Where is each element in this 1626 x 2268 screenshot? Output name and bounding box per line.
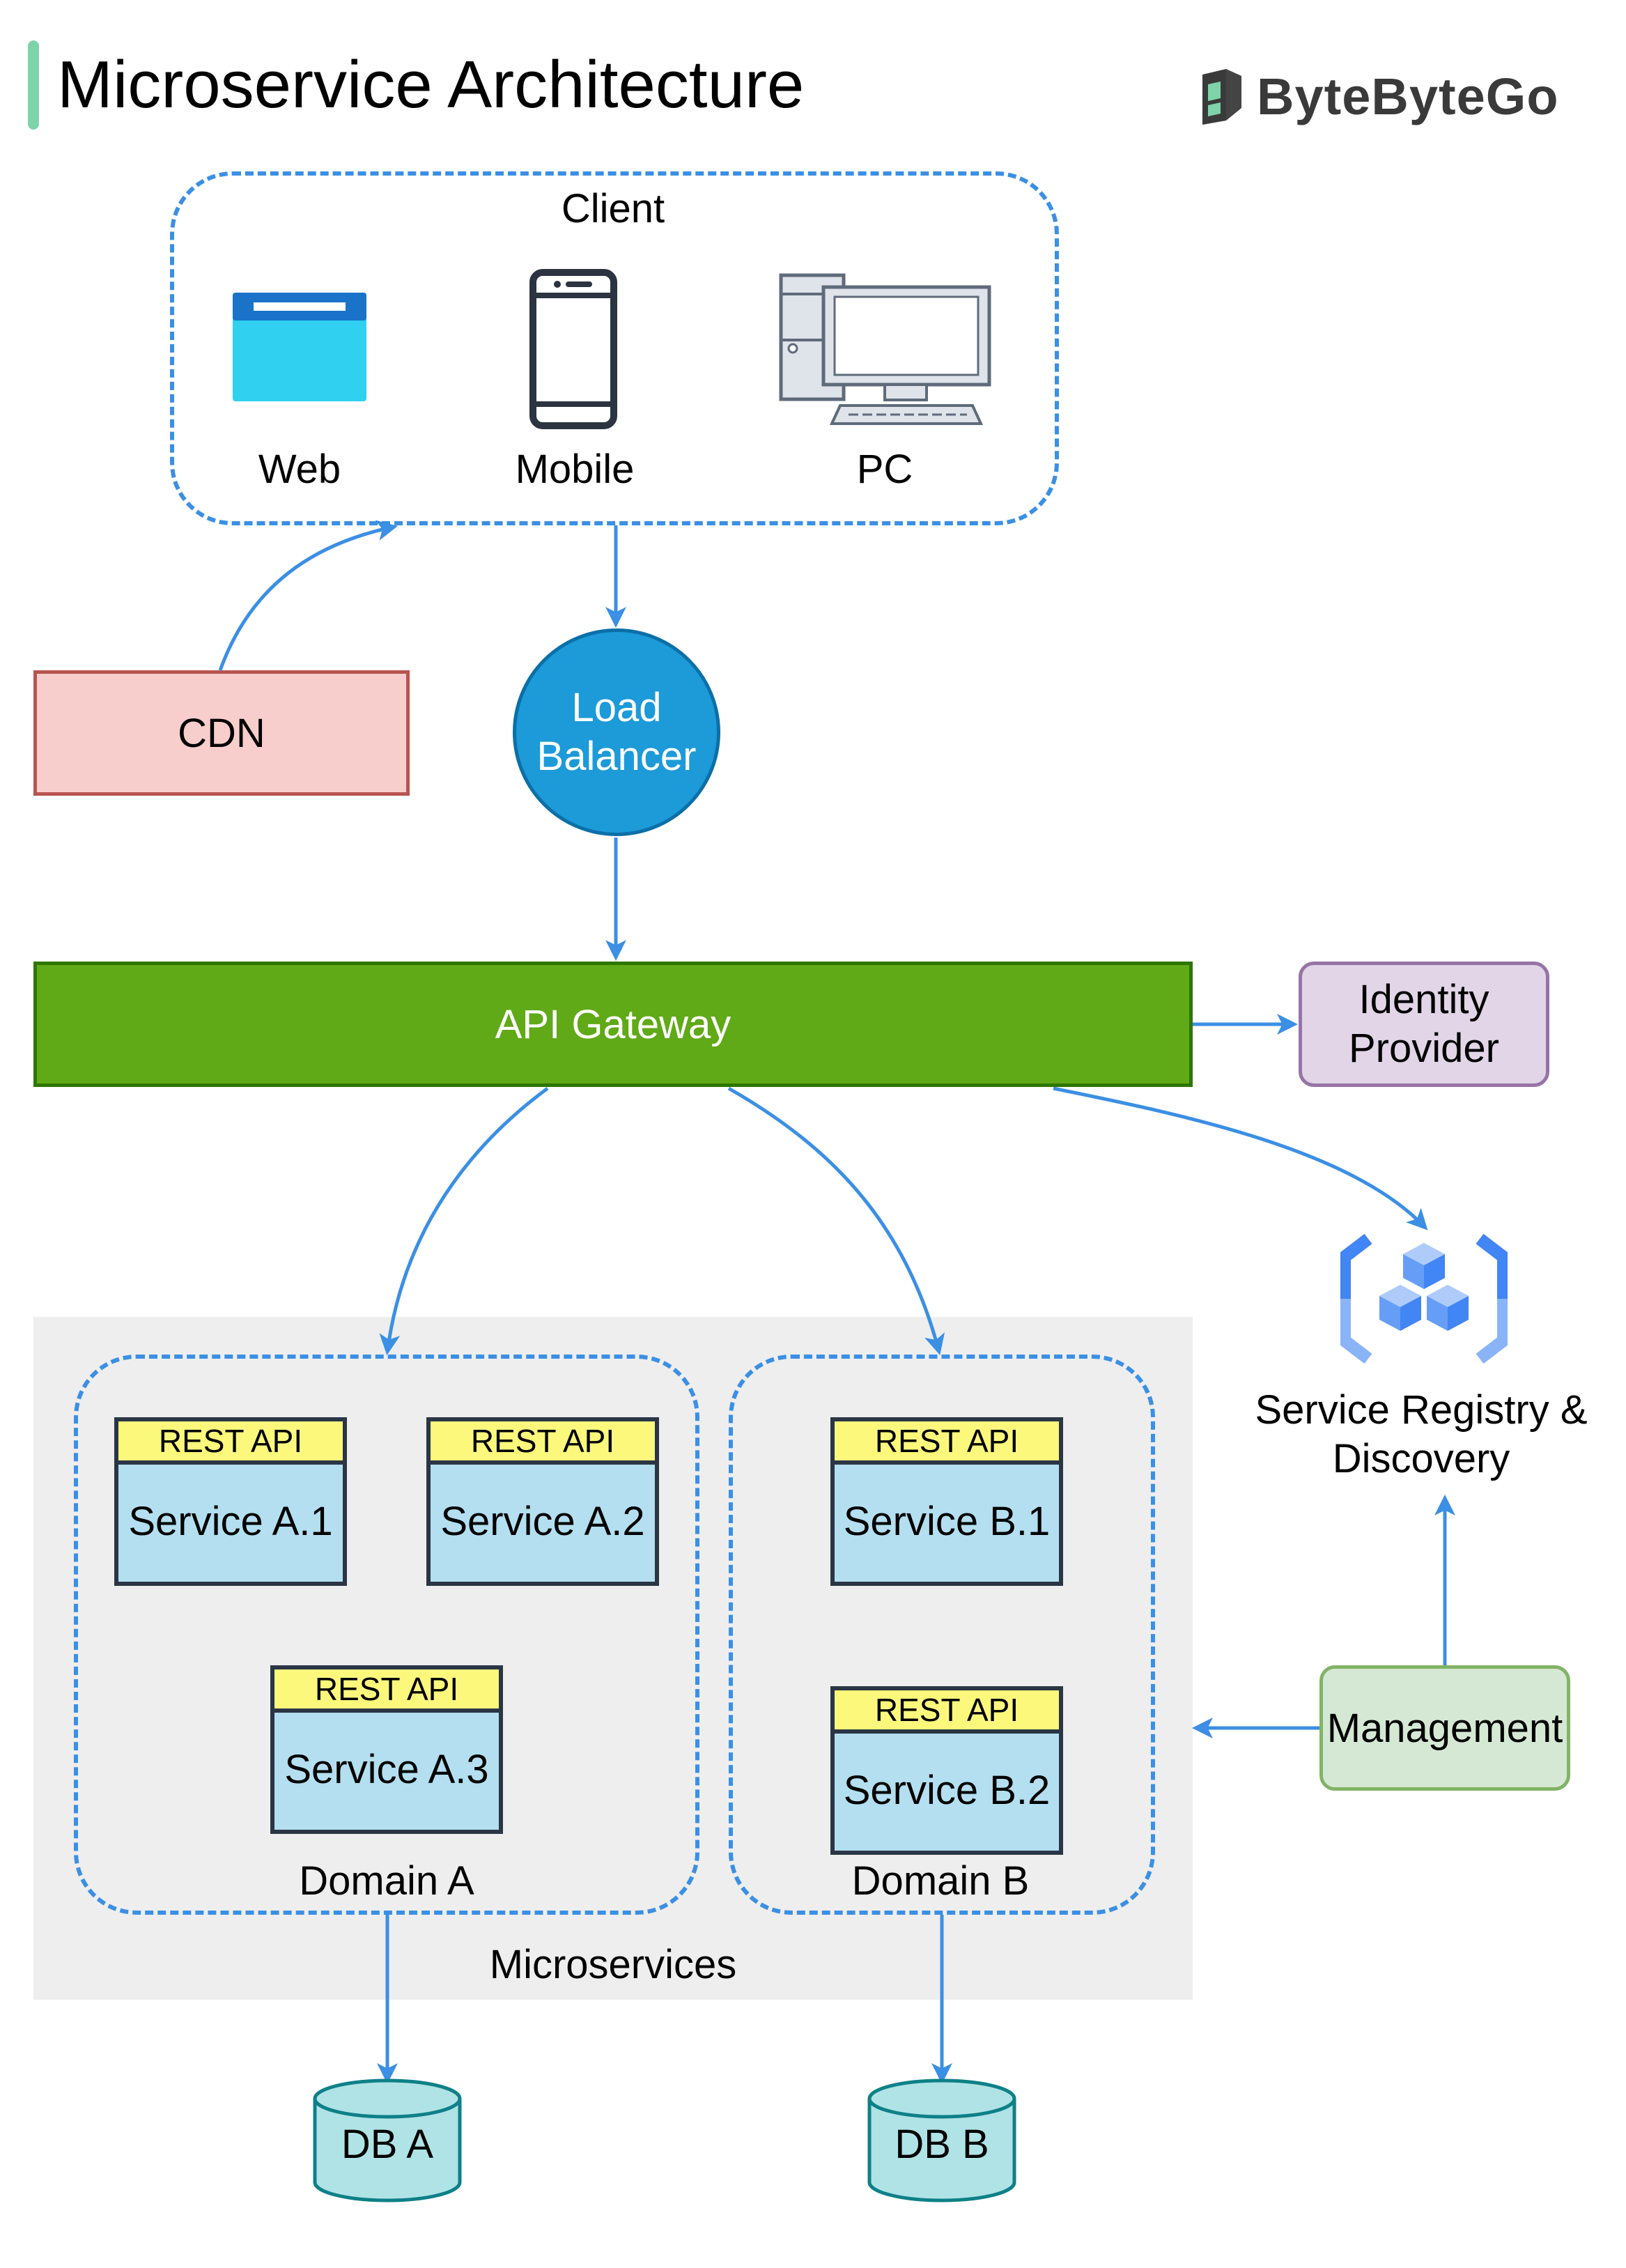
arrow-cdn-to-client [218,520,398,671]
cdn-box: CDN [33,670,410,796]
arrow-api-gateway-to-service-registry [1053,1086,1428,1231]
db-b-label: DB B [895,2122,989,2167]
arrow-api-gateway-to-domain-b [727,1086,945,1355]
load-balancer-label-line1: Load [571,685,662,730]
rest-api-label: REST API [431,1421,655,1465]
service-b2: REST API Service B.2 [830,1686,1063,1855]
page-title: Microservice Architecture [57,47,805,122]
service-registry-label-line2: Discovery [1332,1436,1510,1481]
identity-provider: Identity Provider [1299,962,1549,1087]
brand: ByteByteGo [1198,61,1559,131]
api-gateway-label: API Gateway [495,1001,731,1047]
device-label-pc: PC [856,447,913,492]
device-label-web: Web [258,447,341,492]
identity-provider-line2: Provider [1349,1026,1499,1071]
mobile-phone-icon [529,269,617,429]
service-a1: REST API Service A.1 [114,1417,347,1586]
db-a-cylinder [313,2078,462,2203]
domain-b-group [729,1355,1155,1915]
rest-api-label: REST API [835,1421,1059,1465]
desktop-pc-icon [779,273,992,428]
brand-name: ByteByteGo [1257,67,1559,125]
api-gateway: API Gateway [33,962,1193,1087]
db-b-cylinder [867,2078,1016,2203]
rest-api-label: REST API [274,1669,499,1713]
service-registry-label-line1: Service Registry & [1255,1387,1588,1433]
domain-a-label: Domain A [299,1858,474,1904]
service-name: Service A.1 [128,1498,333,1544]
service-name: Service A.3 [284,1746,489,1792]
management-box: Management [1319,1665,1570,1791]
microservices-label: Microservices [489,1942,737,1987]
load-balancer-label-line2: Balancer [536,734,697,779]
client-group [170,171,1059,525]
db-a-label: DB A [341,2122,434,2167]
service-name: Service B.2 [843,1767,1051,1813]
service-b1: REST API Service B.1 [830,1417,1063,1586]
rest-api-label: REST API [835,1690,1059,1734]
service-a2: REST API Service A.2 [426,1417,659,1586]
title-accent-bar [28,40,39,130]
identity-provider-line1: Identity [1358,977,1489,1022]
service-name: Service B.1 [843,1498,1051,1544]
client-label: Client [561,186,665,231]
cdn-label: CDN [178,710,265,756]
arrow-api-gateway-to-domain-a [379,1086,549,1355]
domain-a-group [74,1355,699,1915]
management-label: Management [1326,1705,1563,1751]
domain-b-label: Domain B [851,1858,1030,1904]
device-label-mobile: Mobile [515,447,635,492]
service-registry-icon [1338,1229,1510,1368]
web-browser-icon [233,293,366,401]
rest-api-label: REST API [118,1421,343,1465]
bytebytego-logo-icon [1202,69,1241,125]
load-balancer: Load Balancer [513,628,720,836]
service-a3: REST API Service A.3 [270,1665,503,1834]
service-name: Service A.2 [440,1498,645,1544]
